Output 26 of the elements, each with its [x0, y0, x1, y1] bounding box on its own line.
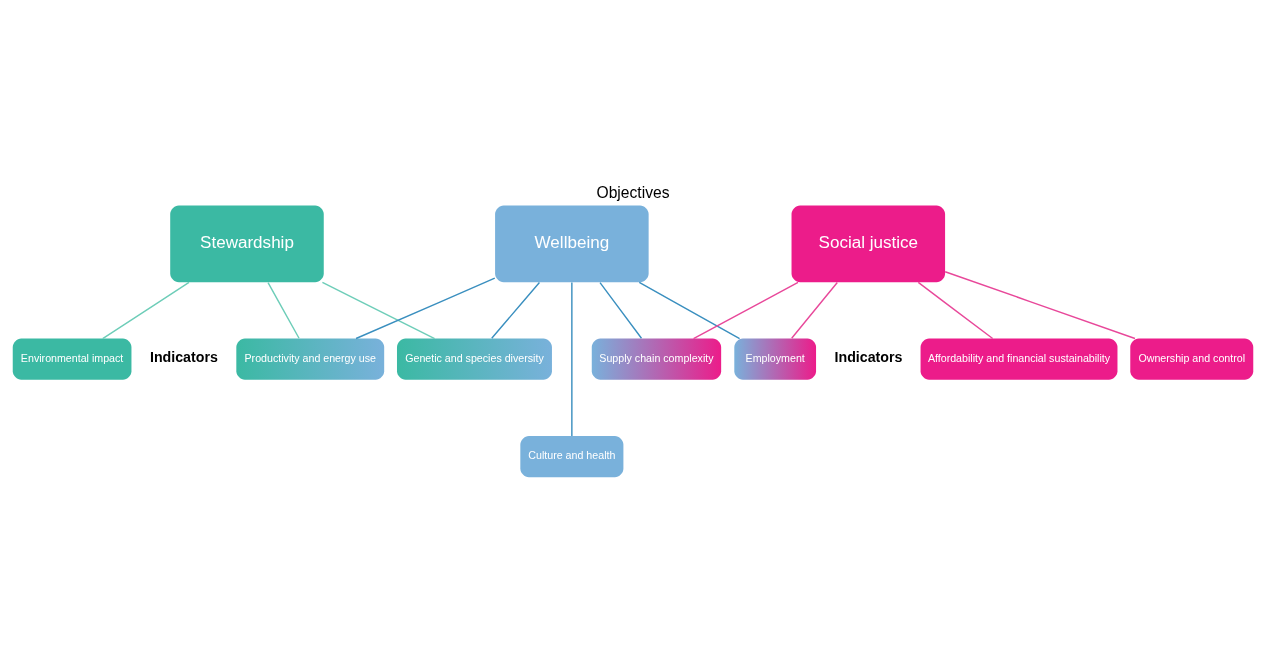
- connector: [638, 281, 741, 339]
- node-box: Ownership and control: [1130, 338, 1254, 380]
- connector: [321, 281, 436, 339]
- node-box: Social justice: [791, 205, 946, 282]
- node-box: Productivity and energy use: [236, 338, 385, 380]
- node-box: Stewardship: [170, 205, 324, 282]
- diagram-title: Objectives: [596, 183, 670, 201]
- connector: [917, 281, 994, 339]
- node-box: Wellbeing: [495, 205, 649, 282]
- node-box: Affordability and financial sustainability: [920, 338, 1118, 380]
- label: Indicators: [834, 348, 903, 365]
- node-box: Genetic and species diversity: [397, 338, 552, 380]
- node-box: Culture and health: [520, 435, 624, 477]
- connector: [355, 277, 496, 339]
- connector: [267, 281, 300, 339]
- connector: [692, 281, 799, 339]
- connector: [944, 270, 1136, 339]
- label: Indicators: [149, 348, 218, 365]
- connector: [102, 281, 190, 339]
- connector: [571, 281, 573, 437]
- node-box: Environmental impact: [12, 338, 132, 380]
- connector: [599, 281, 643, 339]
- connector: [791, 281, 838, 339]
- node-box: Supply chain complexity: [591, 338, 722, 380]
- node-box: Employment: [734, 338, 817, 380]
- connector: [491, 281, 541, 339]
